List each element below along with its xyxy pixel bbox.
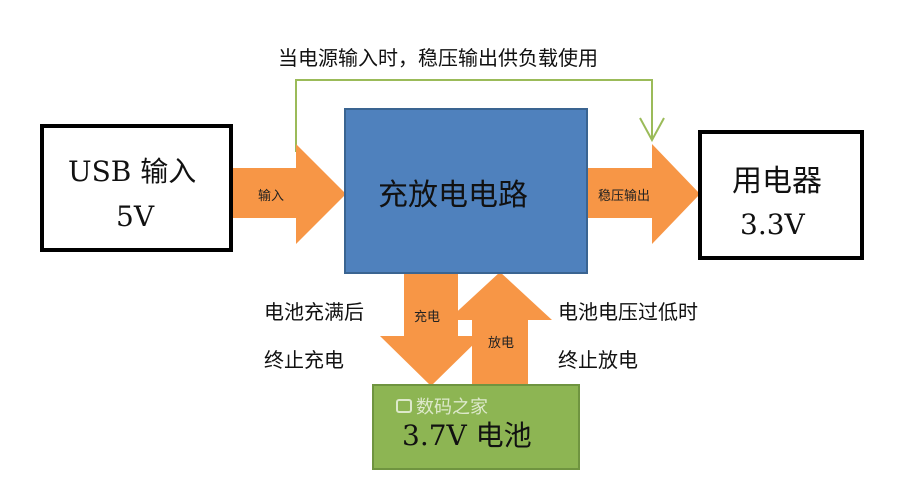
output-arrow-label: 稳压输出 (598, 189, 651, 204)
usb-input-box: USB 输入 5V (40, 124, 233, 252)
charge-full-note-1: 电池充满后 (264, 300, 364, 324)
feedback-line (295, 79, 653, 152)
battery-box: 3.7V 电池 (372, 384, 580, 470)
charge-full-note-2: 终止充电 (264, 348, 344, 372)
charge-arrow (380, 272, 482, 386)
battery-label: 3.7V 电池 (402, 419, 532, 452)
load-box: 用电器 3.3V (698, 130, 864, 260)
low-voltage-note-1: 电池电压过低时 (558, 300, 698, 324)
discharge-arrow-label: 放电 (488, 336, 515, 351)
charge-arrow-label: 充电 (414, 310, 441, 325)
usb-voltage-label: 5V (116, 200, 155, 233)
watermark: 数码之家 (396, 393, 488, 419)
output-arrow (586, 144, 700, 244)
charge-circuit-label: 充放电电路 (378, 178, 528, 213)
input-arrow (232, 144, 346, 244)
top-note: 当电源输入时，稳压输出供负载使用 (278, 46, 598, 70)
charge-circuit-box: 充放电电路 (344, 108, 588, 274)
load-label: 用电器 (732, 164, 822, 199)
low-voltage-note-2: 终止放电 (558, 348, 638, 372)
input-arrow-label: 输入 (258, 189, 285, 204)
watermark-text: 数码之家 (416, 397, 488, 418)
feedback-arrowhead (639, 117, 665, 143)
house-icon (396, 399, 412, 413)
usb-input-label: USB 输入 (68, 155, 197, 188)
discharge-arrow (448, 272, 552, 386)
load-voltage-label: 3.3V (740, 208, 805, 241)
